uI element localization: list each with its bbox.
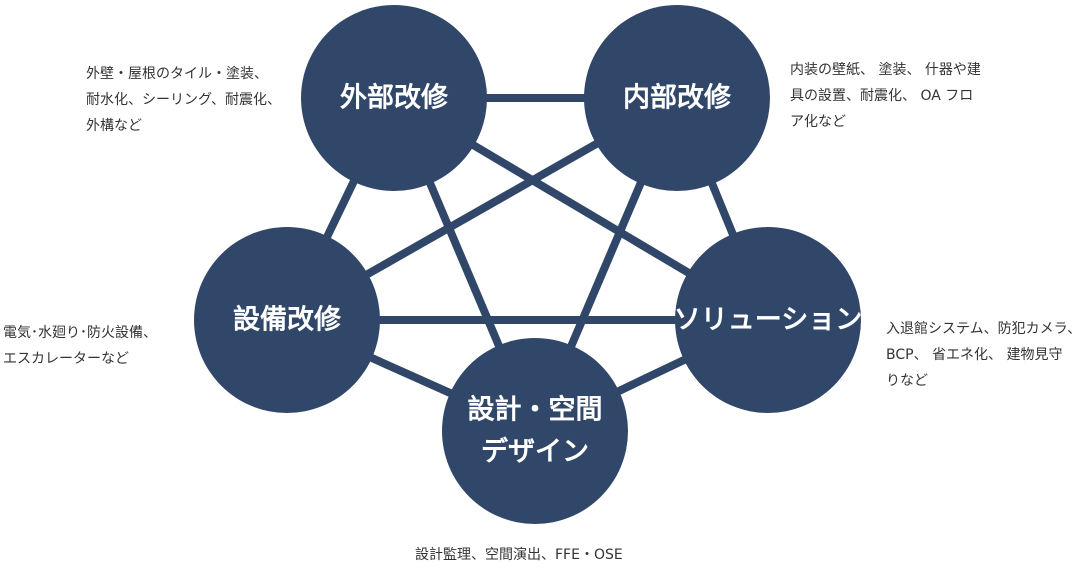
node-equipment: 設備改修 [194, 227, 380, 413]
design-description: 設計監理、空間演出、FFE・OSE [415, 542, 623, 568]
solution-description-line: りなど [886, 373, 928, 389]
node-title-interior: 内部改修 [623, 82, 732, 114]
interior-description-line: 具の設置、耐震化、 OA フロ [790, 88, 974, 104]
node-title-solution: ソリューション [674, 305, 862, 336]
equipment-description-line: エスカレーターなど [3, 351, 129, 367]
design-description-line: 設計監理、空間演出、FFE・OSE [415, 547, 623, 563]
exterior-description-line: 外構など [86, 118, 142, 134]
interior-description: 内装の壁紙、 塗装、 什器や建 具の設置、耐震化、 OA フロ ア化など [790, 57, 981, 135]
node-title-design: 設計・空間 [468, 394, 603, 426]
node-circle-exterior [301, 5, 487, 191]
solution-description-line: BCP、 省エネ化、 建物見守 [886, 347, 1063, 363]
equipment-description-line: 電気･水廻り･防火設備、 [3, 325, 157, 341]
exterior-description: 外壁・屋根のタイル・塗装、 耐水化、シーリング、耐震化、 外構など [86, 61, 281, 139]
interior-description-line: 内装の壁紙、 塗装、 什器や建 [790, 62, 981, 78]
exterior-description-line: 耐水化、シーリング、耐震化、 [86, 92, 282, 108]
solution-description: 入退館システム、防犯カメラ、 BCP、 省エネ化、 建物見守 りなど [886, 316, 1081, 394]
node-interior: 内部改修 [584, 5, 770, 191]
node-circle-interior [584, 5, 770, 191]
node-circle-design [442, 338, 628, 524]
node-title-design: デザイン [481, 436, 589, 468]
node-title-exterior: 外部改修 [340, 82, 449, 114]
node-title-equipment: 設備改修 [233, 304, 342, 336]
interior-description-line: ア化など [790, 114, 846, 130]
node-circle-solution [675, 227, 861, 413]
node-exterior: 外部改修 [301, 5, 487, 191]
node-solution: ソリューション [674, 227, 862, 413]
node-circle-equipment [194, 227, 380, 413]
solution-description-line: 入退館システム、防犯カメラ、 [886, 321, 1082, 337]
exterior-description-line: 外壁・屋根のタイル・塗装、 [86, 66, 268, 82]
equipment-description: 電気･水廻り･防火設備、 エスカレーターなど [3, 320, 157, 372]
